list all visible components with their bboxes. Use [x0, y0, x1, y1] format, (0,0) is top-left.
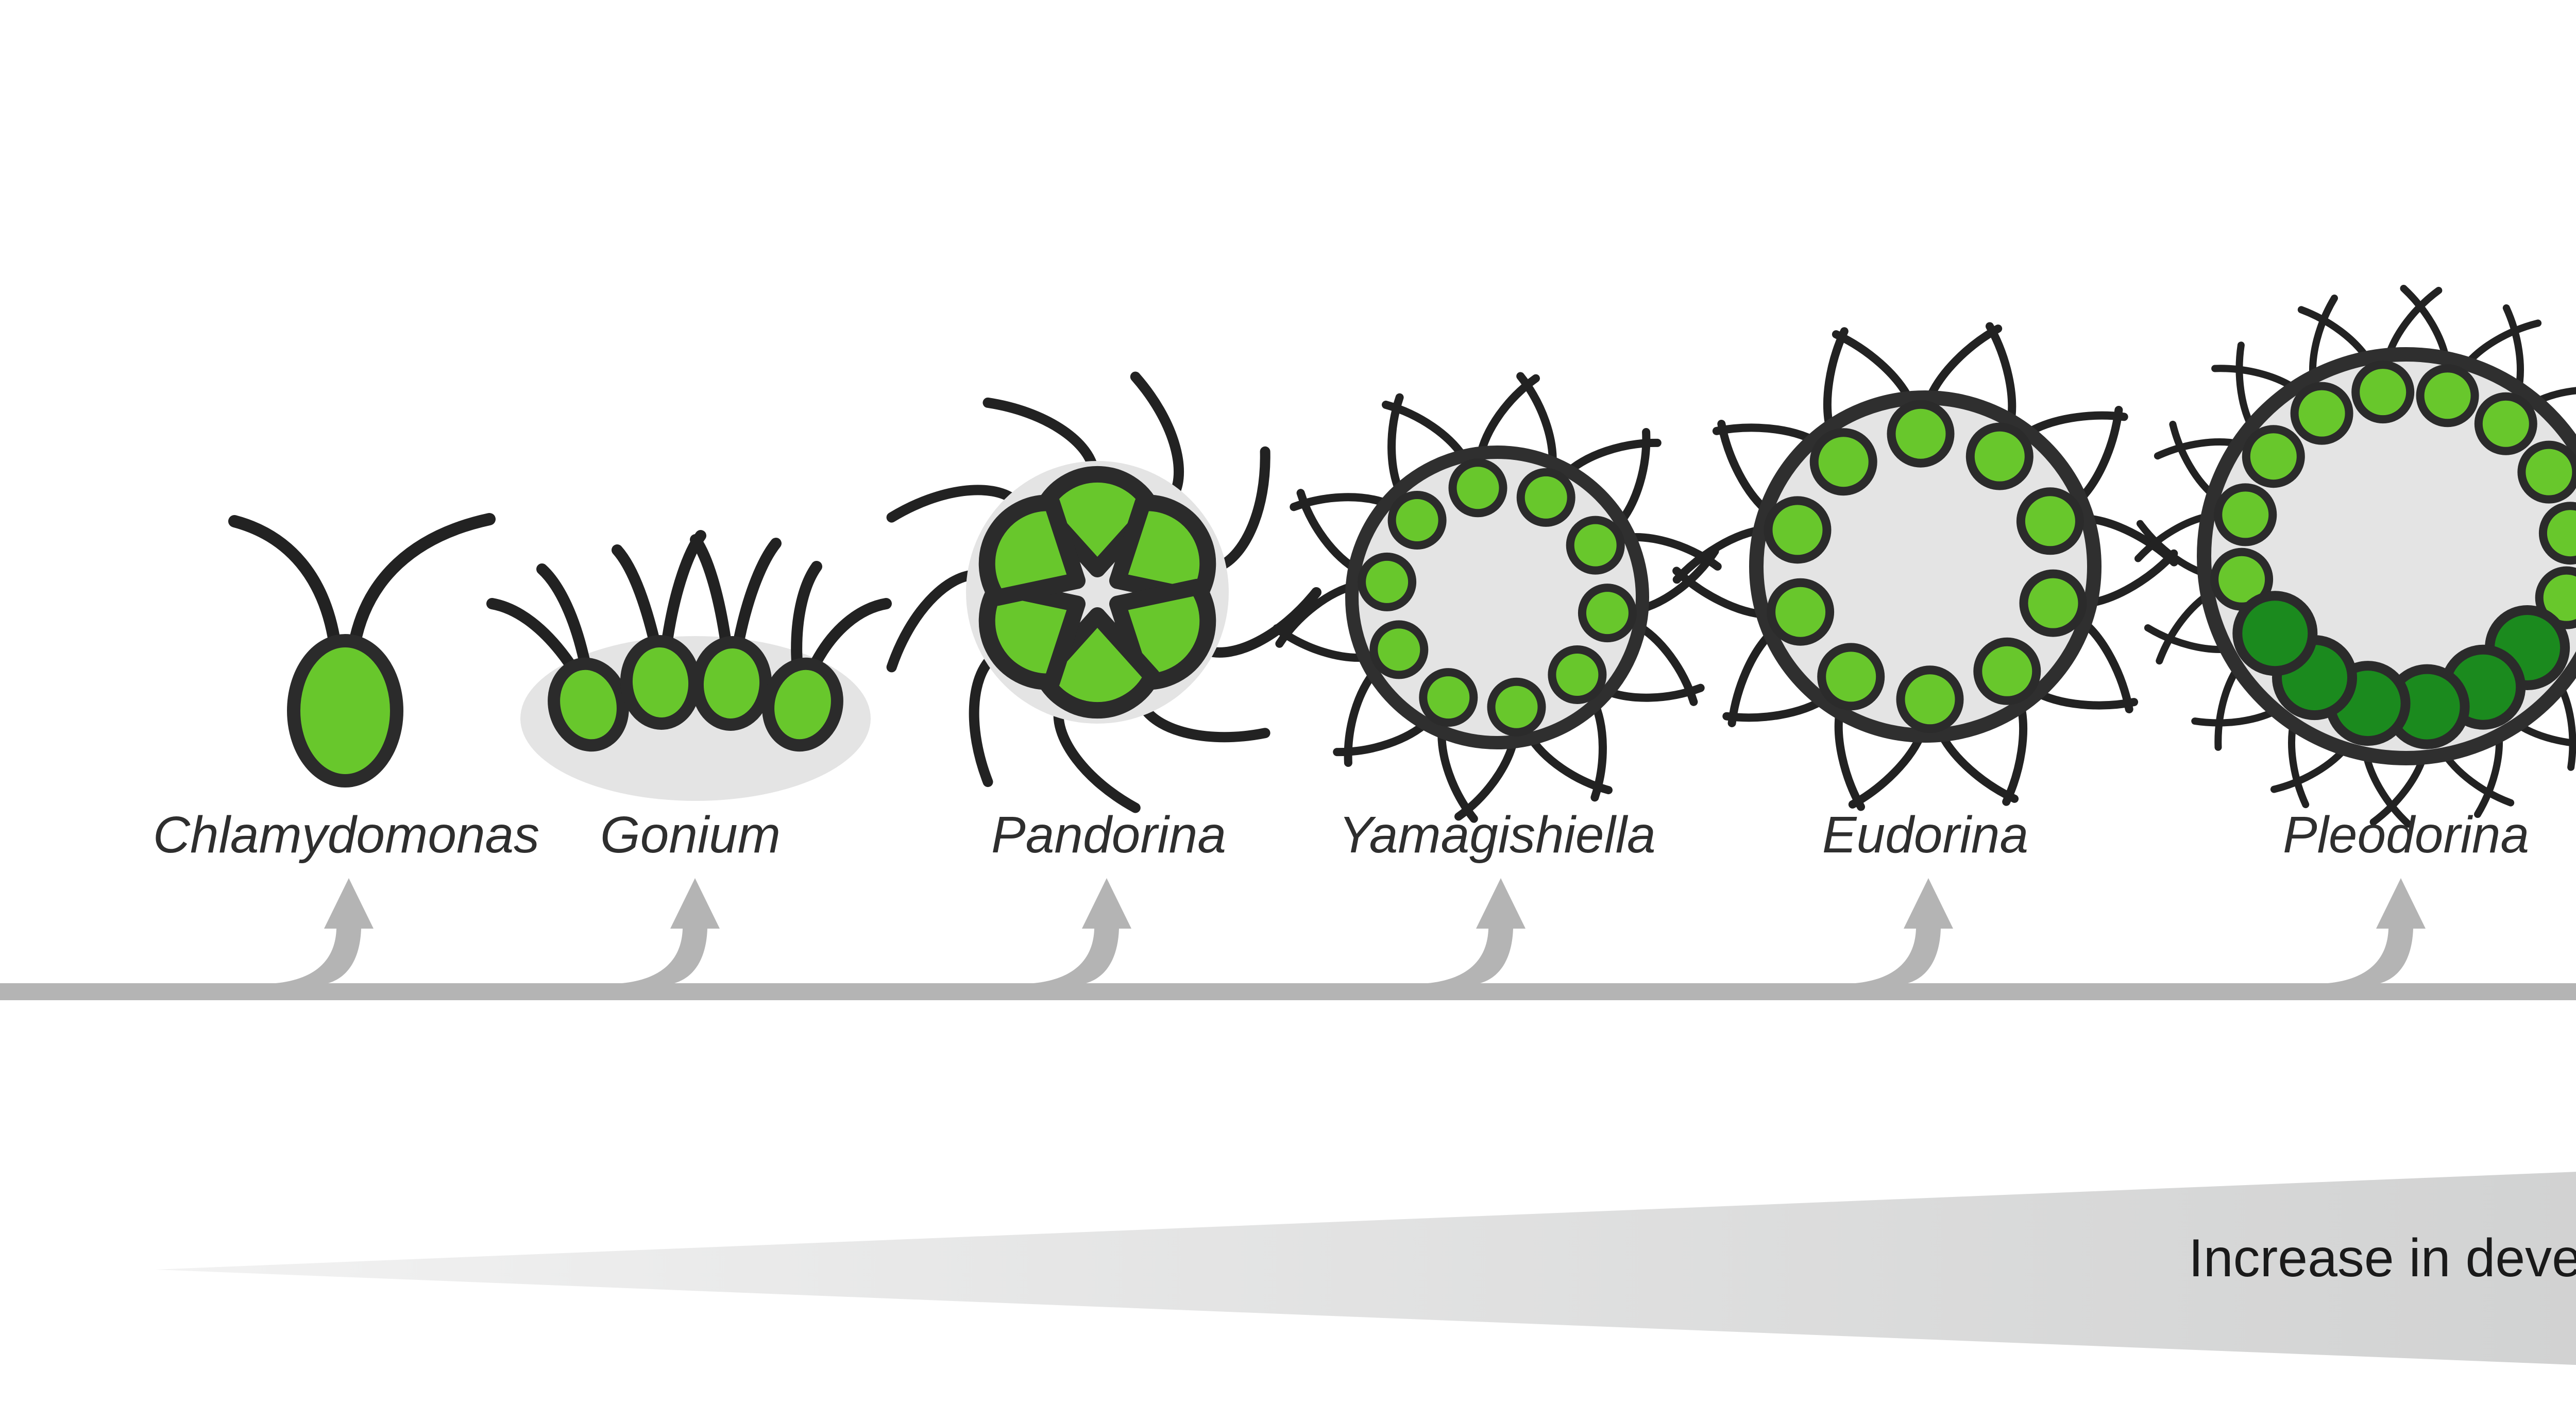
complexity-axis-label: Increase in developmental complexity [2189, 1228, 2576, 1288]
flagellum [486, 598, 583, 680]
somatic-cell [1369, 620, 1429, 679]
complexity-wedge [156, 1172, 2576, 1365]
somatic-cell [1817, 643, 1885, 711]
somatic-cell [1965, 422, 2033, 490]
gonium-cell [548, 657, 629, 752]
flagellum [2020, 411, 2128, 439]
somatic-cell [1578, 584, 1637, 643]
label-yamagishiella: Yamagishiella [1338, 806, 1655, 864]
gonium-cell [620, 635, 701, 730]
branch-arrow [1855, 878, 1953, 983]
organism-eudorina [1672, 322, 2178, 811]
flagellum [348, 513, 496, 650]
pandorina-cell [978, 494, 1086, 606]
flagellum [1722, 694, 1831, 722]
somatic-cell [1419, 668, 1478, 727]
somatic-cell [1548, 645, 1607, 704]
somatic-cell [2019, 569, 2087, 637]
evolution-timeline [0, 878, 2576, 1000]
organism-chlamydomonas [228, 513, 496, 787]
somatic-cell [2538, 502, 2576, 565]
flagellum [969, 653, 997, 787]
timeline-band-and-final-arrow [0, 983, 2576, 1000]
flagellum [886, 485, 1020, 523]
label-pandorina: Pandorina [991, 806, 1226, 864]
somatic-cell [1767, 578, 1835, 646]
somatic-cell [1764, 496, 1832, 564]
organism-pleodorina [2134, 285, 2576, 828]
organism-pandorina [886, 371, 1321, 813]
flagellum [1214, 446, 1270, 572]
branch-arrow [622, 878, 720, 983]
somatic-cell [1387, 491, 1447, 550]
flagellum [1290, 493, 1395, 511]
somatic-cell [1973, 637, 2041, 705]
chlamydomonas-cell [287, 634, 403, 787]
somatic-cell [1887, 400, 1955, 468]
flagellum [1130, 371, 1184, 500]
somatic-cell [1448, 458, 1507, 518]
flagellum [1139, 703, 1270, 743]
flagellum [2029, 687, 2139, 710]
flagellum [612, 544, 661, 650]
flagellum [1727, 627, 1778, 727]
flagellum [1717, 420, 1774, 517]
flagellum [1935, 726, 2019, 803]
somatic-cell [2210, 547, 2274, 611]
somatic-cell [2290, 382, 2353, 445]
somatic-cell [2214, 483, 2277, 546]
flagellum [1832, 330, 1916, 407]
flagellum [1202, 587, 1321, 658]
somatic-cell [2517, 440, 2576, 504]
somatic-cell [2416, 364, 2479, 427]
somatic-cell [1516, 468, 1575, 527]
reproductive-cell [2232, 591, 2318, 676]
flagellum [228, 515, 341, 650]
branch-arrow [1033, 878, 1131, 983]
gonium-cell [762, 657, 843, 752]
branch-arrows [276, 878, 2426, 983]
label-gonium: Gonium [600, 806, 781, 864]
flagellum [1712, 423, 1822, 447]
flagellum [1053, 706, 1141, 813]
flagellum [2073, 406, 2123, 506]
somatic-cell [1566, 516, 1625, 575]
flagellum [536, 563, 592, 675]
label-pleodorina: Pleodorina [2283, 806, 2529, 864]
somatic-cell [1896, 665, 1964, 733]
somatic-cell [2242, 425, 2305, 488]
pandorina-cell [1109, 494, 1216, 606]
branch-arrow [1428, 878, 1526, 983]
pandorina-cell [1035, 607, 1160, 719]
somatic-cell [1487, 677, 1546, 737]
organism-yamagishiella [1273, 372, 1722, 823]
branch-arrow [2328, 878, 2426, 983]
label-eudorina: Eudorina [1822, 806, 2028, 864]
somatic-cell [2474, 392, 2537, 455]
flagellum [690, 534, 732, 652]
label-chlamydomonas: Chlamydomonas [153, 806, 539, 864]
flagellum [791, 561, 822, 676]
flagellum [1599, 683, 1705, 702]
flagellum [2077, 616, 2133, 713]
flagellum [1924, 324, 2003, 406]
somatic-cell [1358, 552, 1417, 611]
organism-gonium [486, 530, 892, 801]
flagellum [982, 397, 1098, 473]
flagellum [1387, 393, 1405, 499]
flagellum [1848, 727, 1927, 809]
branch-arrow [276, 878, 374, 983]
somatic-cell [1809, 428, 1877, 496]
flagellum [661, 530, 706, 649]
somatic-cell [2016, 487, 2084, 555]
somatic-cell [2351, 361, 2415, 424]
flagellum [732, 538, 782, 652]
pandorina-cell [978, 578, 1086, 690]
flagellum [886, 570, 979, 673]
flagellum [804, 598, 892, 680]
pandorina-cell [1035, 466, 1160, 577]
gonium-cell [691, 636, 772, 731]
